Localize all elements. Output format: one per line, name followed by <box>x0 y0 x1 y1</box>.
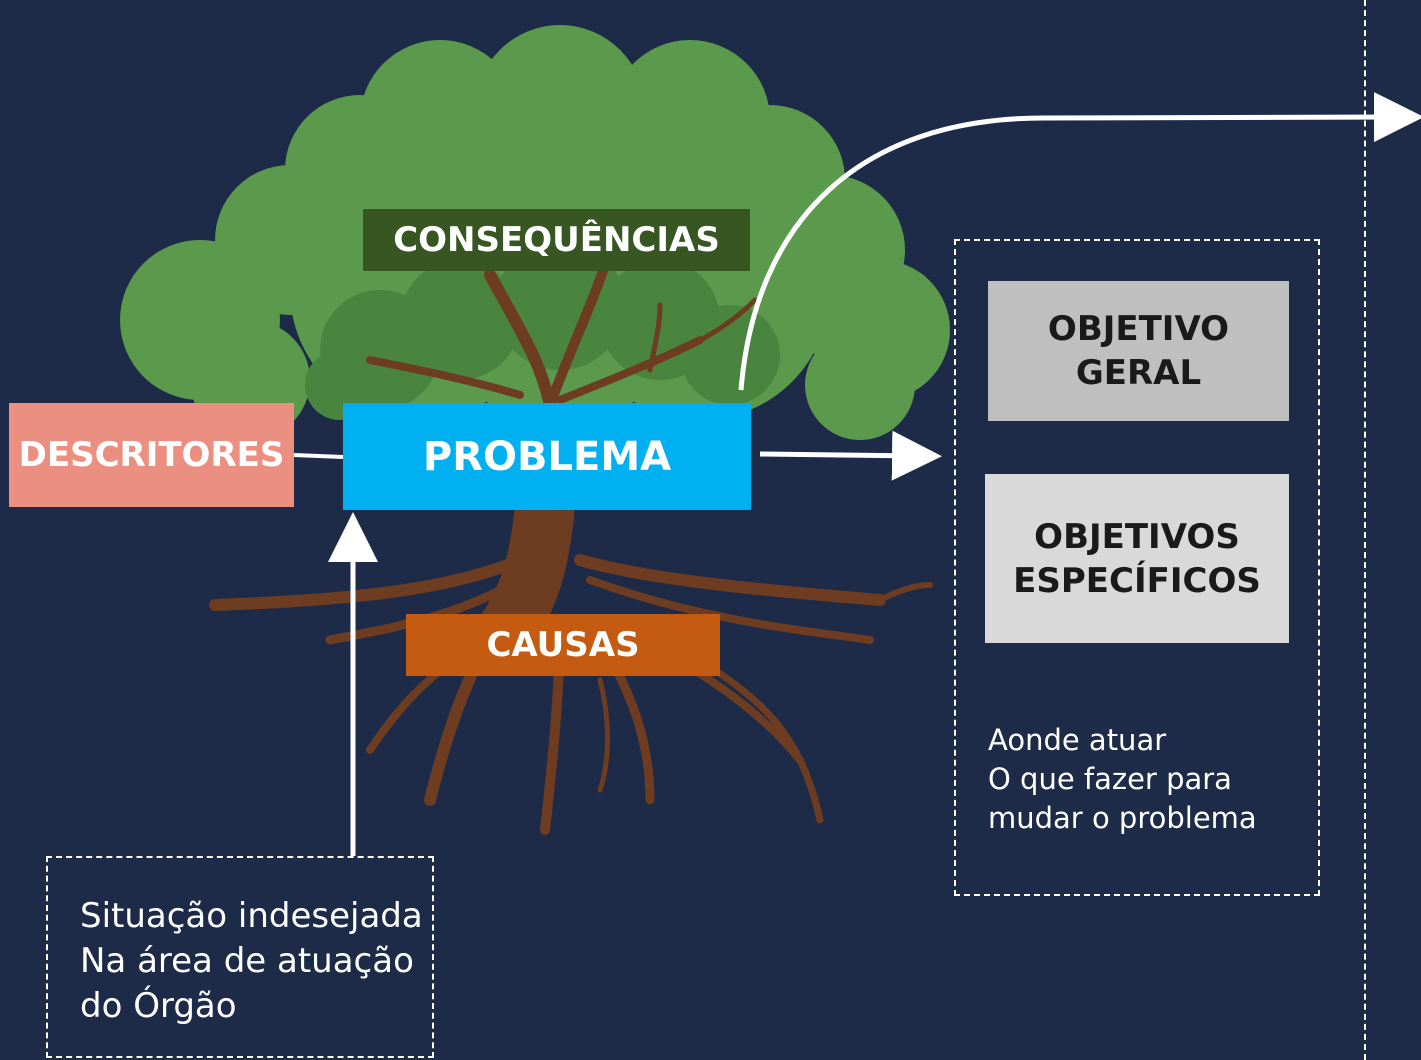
causas-label: CAUSAS <box>406 614 720 676</box>
consequencias-label: CONSEQUÊNCIAS <box>363 209 750 271</box>
descritores-connector <box>293 453 344 459</box>
situacao-panel <box>46 856 434 1058</box>
objetivos-especificos-label: OBJETIVOS ESPECÍFICOS <box>985 474 1289 643</box>
curved-arrow-icon <box>738 92 1421 391</box>
tree-branches <box>366 260 758 411</box>
arrow-right-icon <box>759 430 942 481</box>
tree-crown-inner <box>305 240 780 420</box>
objetivos-note: Aonde atuar O que fazer para mudar o pro… <box>988 723 1257 835</box>
objectives-panel <box>954 239 1320 896</box>
descritores-label: DESCRITORES <box>9 403 294 507</box>
objetivo-geral-label: OBJETIVO GERAL <box>988 281 1289 421</box>
divider-line <box>1364 0 1366 1060</box>
problema-label: PROBLEMA <box>343 403 751 510</box>
situacao-note: Situação indesejada Na área de atuação d… <box>80 896 423 1026</box>
